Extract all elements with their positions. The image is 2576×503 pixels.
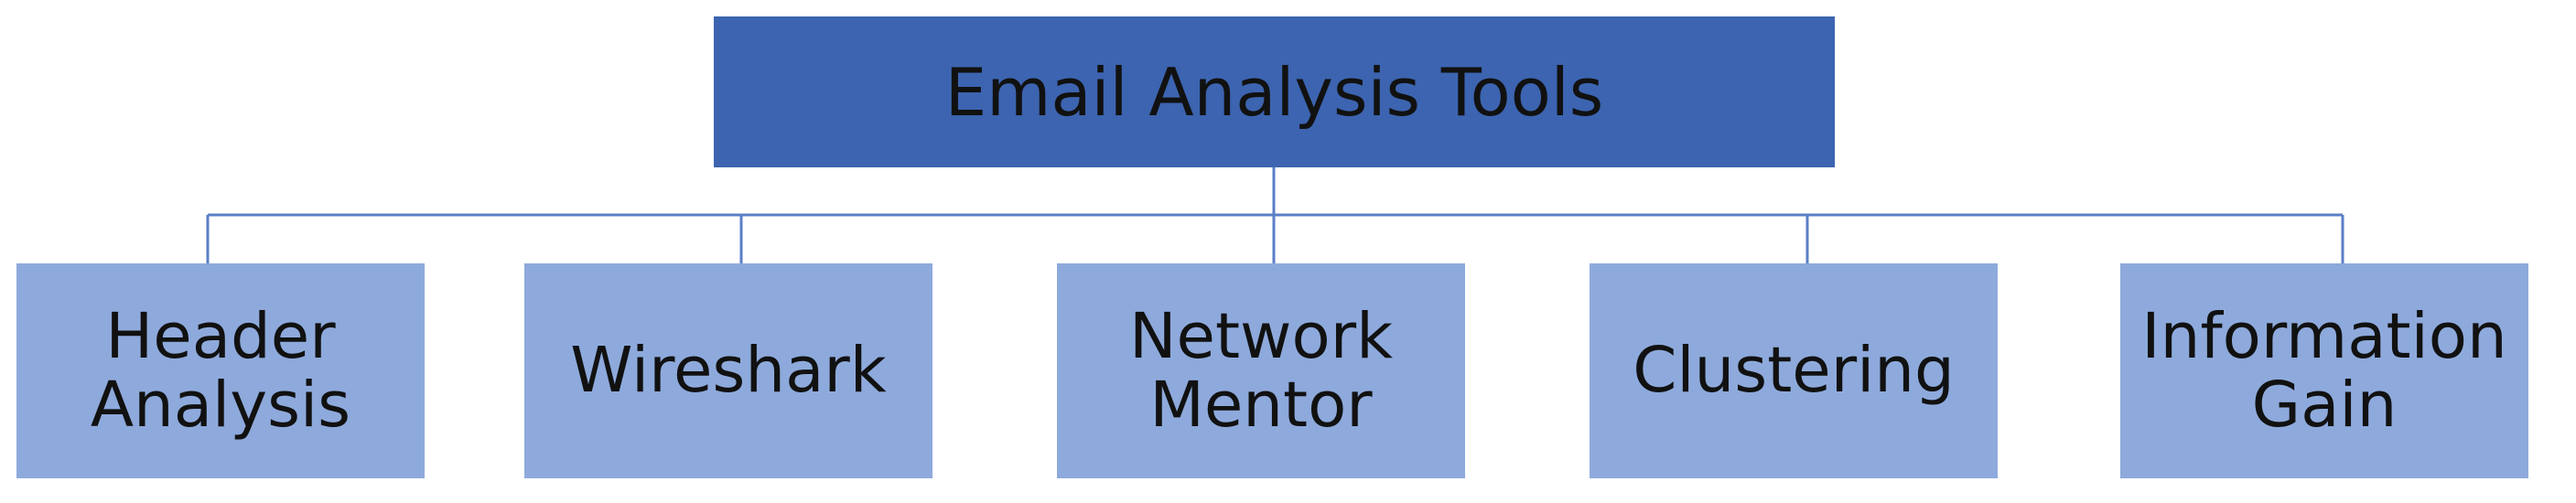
child-node-header-analysis: Header Analysis: [16, 263, 425, 478]
root-node-email-analysis-tools: Email Analysis Tools: [714, 16, 1835, 167]
child-node-label: Information Gain: [2141, 299, 2507, 442]
child-node-clustering: Clustering: [1590, 263, 1998, 478]
child-node-wireshark: Wireshark: [524, 263, 932, 478]
child-node-information-gain: Information Gain: [2120, 263, 2528, 478]
root-node-label: Email Analysis Tools: [944, 53, 1604, 131]
child-node-label: Wireshark: [570, 334, 887, 408]
child-node-label: Clustering: [1633, 334, 1955, 408]
child-node-label: Header Analysis: [90, 299, 351, 442]
child-node-network-mentor: Network Mentor: [1057, 263, 1465, 478]
child-node-label: Network Mentor: [1128, 299, 1394, 442]
